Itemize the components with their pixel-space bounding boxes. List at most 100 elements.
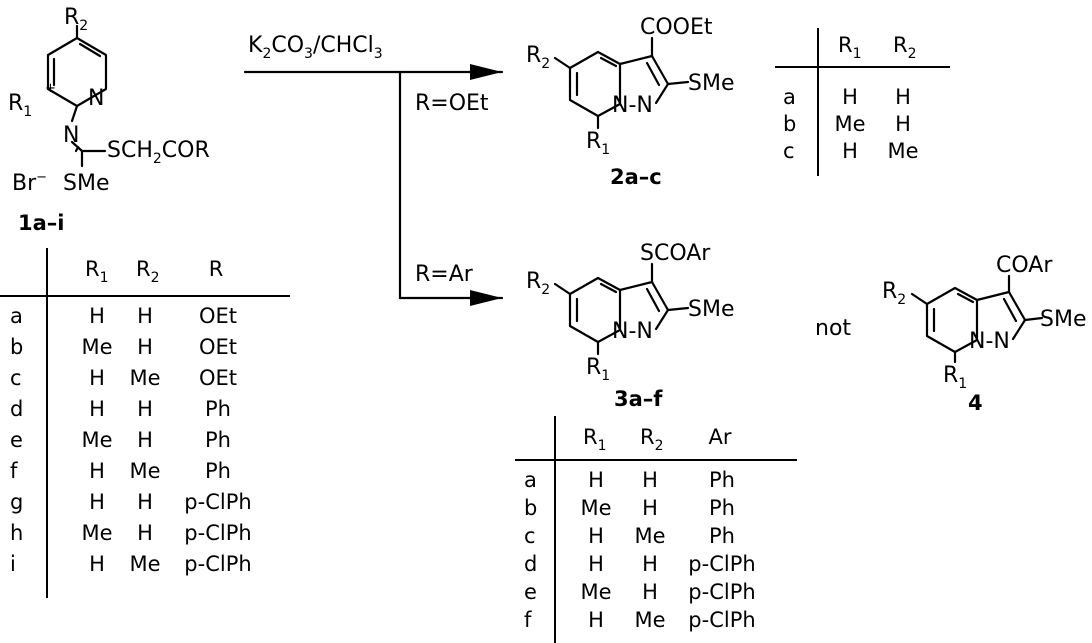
product-3-substituent-top: SCOAr [640, 241, 711, 266]
svg-text:f: f [10, 459, 18, 483]
svg-text:Me: Me [81, 428, 112, 452]
svg-text:a: a [524, 468, 537, 492]
svg-text:K2CO3/CHCl3: K2CO3/CHCl3 [248, 33, 383, 62]
svg-text:h: h [10, 521, 23, 545]
svg-text:p-ClPh: p-ClPh [688, 608, 755, 632]
svg-text:Me: Me [887, 139, 918, 163]
table-2-header-r1: R1 [838, 33, 862, 62]
salt-ylide-nitrogen: N [63, 123, 79, 148]
salt-compound-label: 1a–i [18, 211, 64, 235]
salt-side-chain: SCH2COR [107, 138, 210, 167]
svg-text:H: H [895, 85, 911, 109]
svg-text:e: e [10, 428, 23, 452]
table-1-header-r1: R1 [85, 257, 109, 286]
reaction-arrows [243, 64, 504, 306]
table-2-header-r2: R2 [893, 33, 917, 62]
svg-text:H: H [642, 552, 658, 576]
svg-text:b: b [783, 112, 796, 136]
product-3-r2-label: R2 [526, 269, 550, 298]
svg-text:f: f [524, 608, 532, 632]
product-4-substituent-top: COAr [996, 253, 1053, 278]
svg-text:H: H [588, 468, 604, 492]
table-3-header-r1: R1 [583, 425, 607, 454]
svg-text:p-ClPh: p-ClPh [184, 521, 251, 545]
product-4-nitrogen-bridge: N-N [969, 329, 1010, 354]
svg-text:Me: Me [129, 459, 160, 483]
product-3-substituent-right: SMe [688, 297, 734, 322]
product-4-structure [910, 274, 1044, 364]
svg-text:Me: Me [834, 112, 865, 136]
svg-text:H: H [588, 608, 604, 632]
product-4-r1-label: R1 [943, 363, 967, 392]
svg-text:Me: Me [81, 521, 112, 545]
table-1-header-r: R [209, 257, 224, 281]
table-3-header-ar: Ar [709, 425, 732, 449]
svg-text:Me: Me [81, 335, 112, 359]
svg-text:Me: Me [580, 580, 611, 604]
svg-text:Ph: Ph [709, 524, 735, 548]
svg-text:H: H [588, 552, 604, 576]
svg-text:d: d [10, 397, 23, 421]
product-3-nitrogen-bridge: N-N [612, 319, 653, 344]
svg-text:a: a [783, 85, 796, 109]
product-2-r1-label: R1 [586, 129, 610, 158]
salt-ring-nitrogen: N [88, 86, 104, 111]
svg-text:Me: Me [580, 496, 611, 520]
svg-text:c: c [10, 366, 22, 390]
svg-text:Ph: Ph [205, 428, 231, 452]
svg-text:H: H [137, 335, 153, 359]
svg-text:a: a [10, 304, 23, 328]
svg-text:p-ClPh: p-ClPh [184, 552, 251, 576]
svg-text:H: H [89, 459, 105, 483]
product-2-structure [553, 36, 690, 130]
salt-r2-label: R2 [64, 5, 88, 34]
svg-text:Ph: Ph [205, 459, 231, 483]
svg-text:Me: Me [634, 608, 665, 632]
product-3-r1-label: R1 [586, 355, 610, 384]
table-row: f H Me Ph [10, 459, 231, 483]
table-row: b Me H [783, 112, 911, 136]
product-2-compound-label: 2a–c [610, 165, 662, 189]
svg-text:OEt: OEt [199, 366, 237, 390]
svg-text:H: H [642, 580, 658, 604]
product-4-r2-label: R2 [882, 279, 906, 308]
svg-text:p-ClPh: p-ClPh [688, 580, 755, 604]
product-4-compound-label: 4 [968, 391, 983, 415]
svg-text:H: H [137, 304, 153, 328]
svg-text:e: e [524, 580, 537, 604]
table-row: f H Me p-ClPh [524, 608, 756, 632]
svg-text:c: c [524, 524, 536, 548]
salt-r1-label: R1 [8, 91, 32, 120]
not-label: not [815, 316, 851, 341]
svg-text:d: d [524, 552, 537, 576]
svg-text:H: H [137, 397, 153, 421]
svg-text:H: H [588, 524, 604, 548]
table-3-header-r2: R2 [640, 425, 664, 454]
product-3-structure [553, 262, 690, 356]
svg-text:H: H [89, 490, 105, 514]
svg-text:c: c [783, 139, 795, 163]
svg-text:H: H [137, 521, 153, 545]
svg-text:OEt: OEt [199, 335, 237, 359]
product-2-substituent-right: SMe [688, 71, 734, 96]
svg-text:H: H [895, 112, 911, 136]
svg-text:p-ClPh: p-ClPh [688, 552, 755, 576]
svg-text:H: H [89, 552, 105, 576]
svg-text:H: H [642, 468, 658, 492]
svg-text:Me: Me [129, 552, 160, 576]
salt-positive-charge: + [45, 81, 56, 96]
